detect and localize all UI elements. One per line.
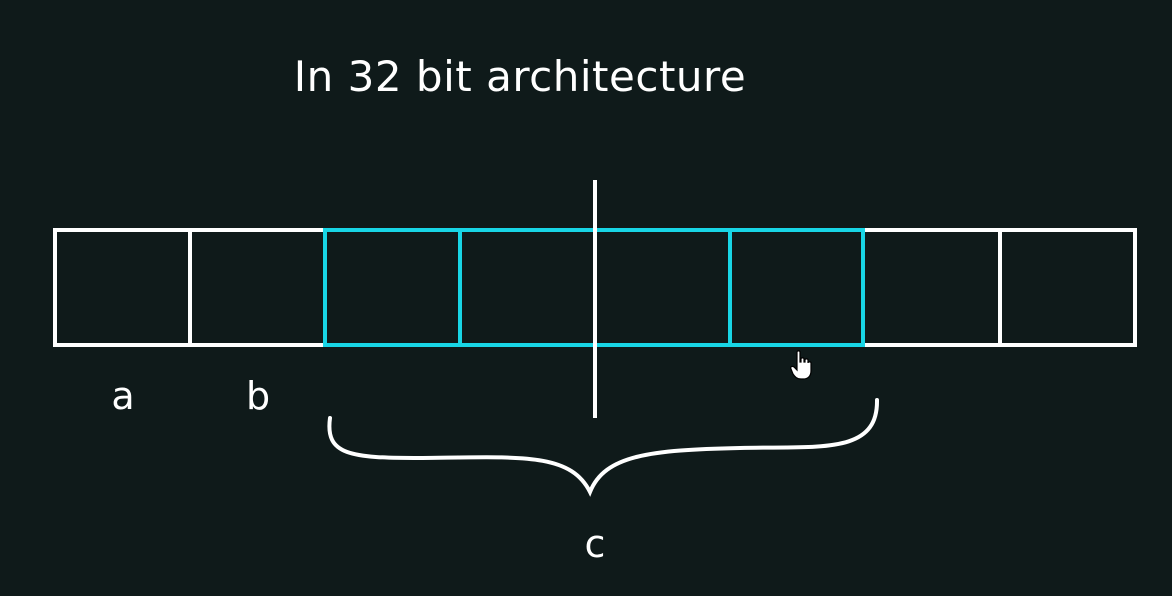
label-a: a — [111, 374, 135, 418]
memory-cell-2 — [188, 228, 327, 347]
memory-cell-3 — [323, 228, 462, 347]
diagram-title: In 32 bit architecture — [293, 52, 747, 101]
memory-cell-4 — [458, 228, 597, 347]
memory-cell-7 — [861, 228, 1002, 347]
memory-cell-5 — [593, 228, 732, 347]
label-b: b — [245, 374, 271, 418]
memory-cell-1 — [53, 228, 192, 347]
curly-brace — [327, 398, 880, 497]
memory-cell-6 — [728, 228, 865, 347]
hand-pointer-icon — [790, 350, 812, 380]
memory-cell-8 — [998, 228, 1137, 347]
label-c: c — [584, 522, 606, 566]
